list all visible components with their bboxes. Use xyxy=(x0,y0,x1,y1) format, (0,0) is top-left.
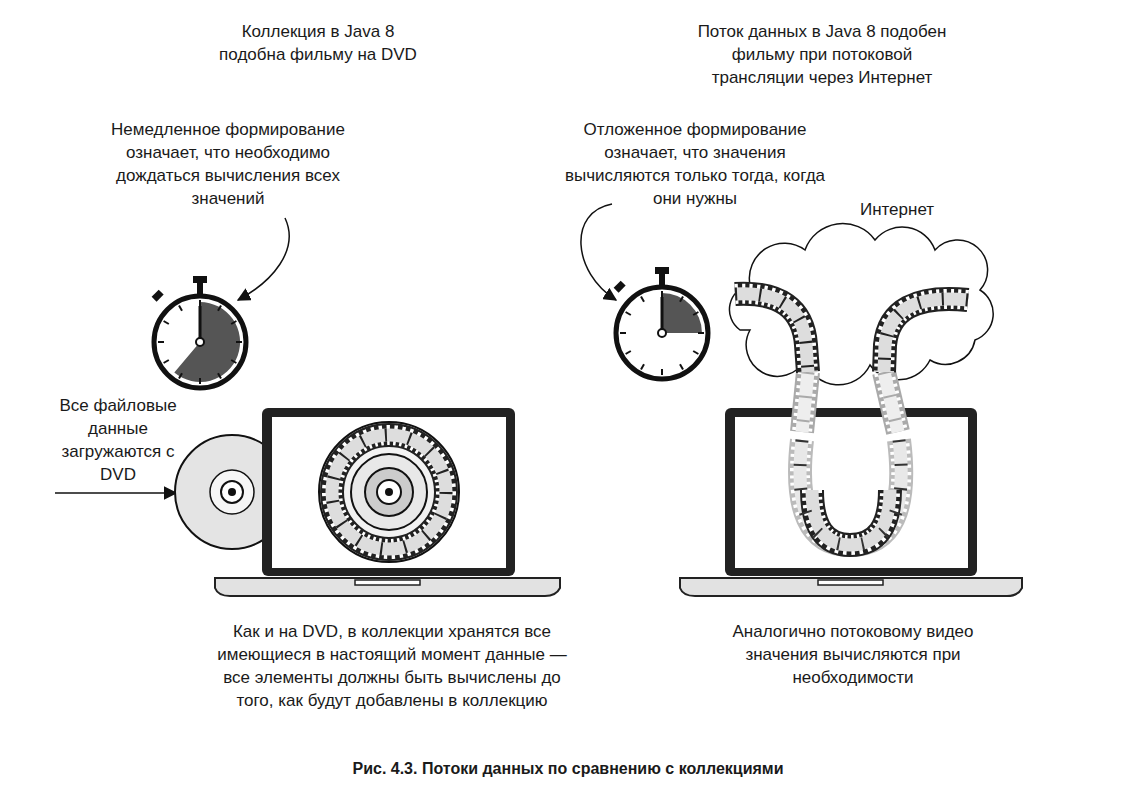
panel-heading: Поток данных в Java 8 подобен фильму при… xyxy=(685,20,960,89)
film-reel xyxy=(319,422,459,562)
description-text: Как и на DVD, в коллекции хранятся все и… xyxy=(215,620,570,712)
film-strip xyxy=(800,440,901,545)
cloud xyxy=(729,224,993,385)
note-text: Немедленное формирование означает, что н… xyxy=(103,118,353,210)
stopwatch xyxy=(614,267,708,379)
film-strip xyxy=(802,372,898,432)
stopwatch xyxy=(152,276,246,388)
film-strip xyxy=(735,294,968,372)
note-text: Все файловые данные загружаются с DVD xyxy=(53,394,183,486)
laptop xyxy=(215,408,560,596)
leader-line xyxy=(55,492,176,494)
note-text: Отложенное формирование означает, что зн… xyxy=(555,118,835,210)
panel-heading: Коллекция в Java 8 подобна фильму на DVD xyxy=(213,20,423,66)
cloud-label: Интернет xyxy=(837,198,957,221)
figure-caption: Рис. 4.3. Потоки данных по сравнению с к… xyxy=(218,757,918,780)
laptop xyxy=(680,408,1022,596)
leader-line xyxy=(581,204,616,300)
leader-line xyxy=(238,218,289,300)
description-text: Аналогично потоковому видео значения выч… xyxy=(711,620,996,689)
